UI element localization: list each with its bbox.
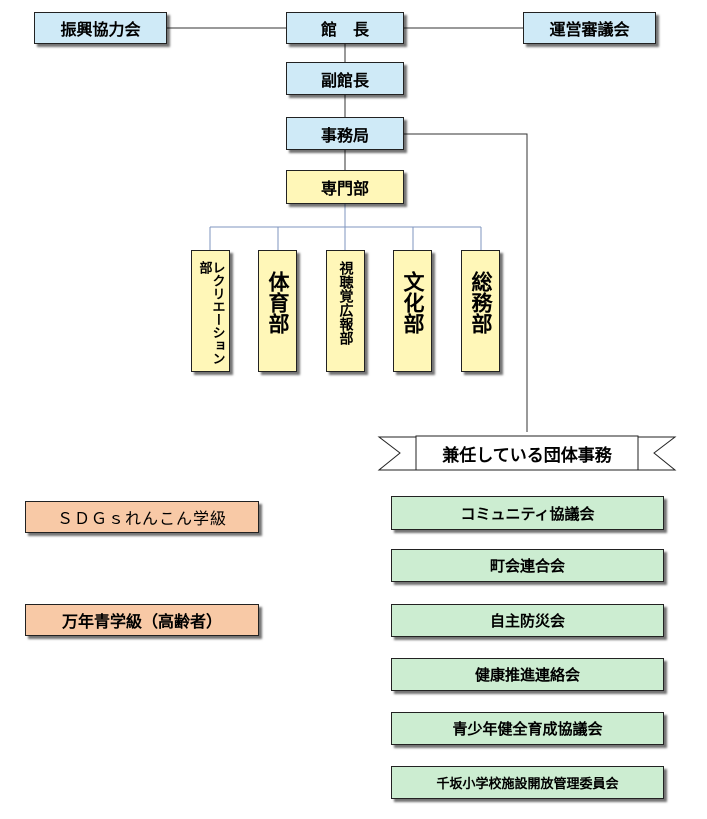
kancho-label: 館 長 xyxy=(320,20,369,39)
group-kenko-box: 健康推進連絡会 xyxy=(391,658,664,691)
group-bosai-label: 自主防災会 xyxy=(489,612,565,630)
dept-taiiku-box: 体育部 xyxy=(258,250,297,372)
fukukancho-label: 副館長 xyxy=(320,70,369,90)
dept-somu-label: 総務部 xyxy=(469,271,493,334)
dept-recreation-box: レクリエーション部 xyxy=(191,250,230,372)
department-bracket xyxy=(209,204,482,250)
kennin-dantai-banner: 兼任している団体事務 xyxy=(416,438,638,468)
fukukancho-box: 副館長 xyxy=(286,62,404,95)
class-manen-label: 万年青学級（高齢者） xyxy=(61,612,222,631)
jimukyoku-label: 事務局 xyxy=(320,125,369,145)
dept-taiiku-label: 体育部 xyxy=(266,271,290,334)
banner-ribbon xyxy=(377,435,677,471)
shinko-kyoryokukai-box: 振興協力会 xyxy=(34,12,167,44)
group-seishonen-label: 青少年健全育成協議会 xyxy=(452,720,603,738)
dept-shichokaku-box: 視聴覚広報部 xyxy=(326,250,365,372)
group-bosai-box: 自主防災会 xyxy=(391,604,664,637)
jimukyoku-box: 事務局 xyxy=(286,117,404,150)
dept-shichokaku-label: 視聴覚広報部 xyxy=(337,261,354,345)
shinko-kyoryokukai-label: 振興協力会 xyxy=(60,20,141,39)
kancho-box: 館 長 xyxy=(286,12,404,44)
unei-shingikai-box: 運営審議会 xyxy=(523,12,656,44)
class-sdgs-label: ＳＤＧｓれんこん学級 xyxy=(56,509,227,528)
dept-bunka-box: 文化部 xyxy=(393,250,432,372)
group-community-label: コミュニティ協議会 xyxy=(460,504,595,523)
senmonbu-box: 専門部 xyxy=(286,170,404,204)
dept-bunka-label: 文化部 xyxy=(401,271,425,334)
class-manen-box: 万年青学級（高齢者） xyxy=(25,604,259,636)
group-community-box: コミュニティ協議会 xyxy=(391,496,664,530)
unei-shingikai-label: 運営審議会 xyxy=(549,20,630,39)
group-chisaka-label: 千坂小学校施設開放管理委員会 xyxy=(436,777,619,792)
group-seishonen-box: 青少年健全育成協議会 xyxy=(391,712,664,745)
group-chisaka-box: 千坂小学校施設開放管理委員会 xyxy=(391,766,664,799)
connector-jimukyoku-banner xyxy=(404,133,528,432)
kennin-dantai-label: 兼任している団体事務 xyxy=(442,445,612,466)
group-kenko-label: 健康推進連絡会 xyxy=(474,666,580,684)
group-chokai-label: 町会連合会 xyxy=(489,557,565,575)
dept-recreation-label: レクリエーション部 xyxy=(196,261,225,365)
dept-somu-box: 総務部 xyxy=(461,250,500,372)
senmonbu-label: 専門部 xyxy=(320,179,369,198)
group-chokai-box: 町会連合会 xyxy=(391,549,664,582)
class-sdgs-box: ＳＤＧｓれんこん学級 xyxy=(25,501,259,533)
